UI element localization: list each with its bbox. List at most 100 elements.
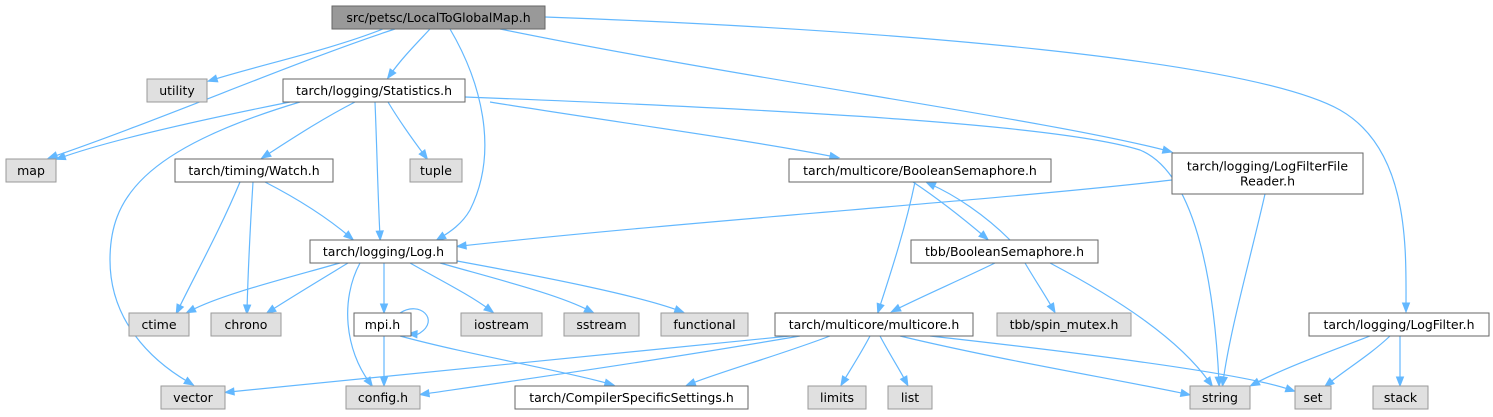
edge-line [489,101,836,158]
edge-root-to-logfilter [544,16,1411,314]
arrowhead [876,302,885,315]
arrowhead [925,181,937,191]
arrowhead [242,304,252,316]
node-multicore[interactable]: tarch/multicore/multicore.h [774,312,974,337]
node-ctime: ctime [128,312,190,337]
node-box [788,158,1052,183]
edge-statistics-to-tuple [387,101,429,161]
node-box [807,385,867,410]
node-tbbsem[interactable]: tbb/BooleanSemaphore.h [910,239,1099,264]
edge-line [347,262,371,384]
arrowhead [183,376,195,386]
edge-line [439,28,486,239]
node-log[interactable]: tarch/logging/Log.h [309,239,458,264]
node-label: Reader.h [1240,174,1295,189]
node-label: stack [1384,390,1418,405]
arrowhead [1219,375,1228,388]
node-label: utility [159,83,195,98]
edge-line [264,181,351,238]
edge-statistics-to-string [464,96,1223,388]
node-set: set [1294,385,1332,410]
node-compiler[interactable]: tarch/CompilerSpecificSettings.h [514,385,749,410]
node-box [5,158,57,183]
node-box [128,312,190,337]
edge-line [109,101,301,384]
node-label: src/petsc/LocalToGlobalMap.h [346,10,530,25]
arrowhead [265,304,277,314]
node-label: tarch/multicore/multicore.h [789,317,960,332]
edge-line [439,262,591,312]
node-label: tuple [420,163,452,178]
arrowhead [1323,377,1335,388]
arrowhead [223,387,235,396]
node-label: iostream [474,317,529,332]
node-label: tarch/multicore/BooleanSemaphore.h [803,163,1037,178]
edges-layer [46,16,1411,398]
edge-line [689,335,831,385]
node-mpi[interactable]: mpi.h [353,312,412,337]
edge-statistics-to-vector [109,101,301,386]
edge-line [499,28,1169,152]
node-label: tbb/spin_mutex.h [1010,317,1119,332]
arrowhead [54,152,67,161]
node-label: tbb/BooleanSemaphore.h [925,244,1084,259]
arrowhead [673,305,686,314]
edge-root-to-log [435,28,486,241]
edge-line [456,260,681,312]
edge-line [929,183,1011,241]
node-boolsem[interactable]: tarch/multicore/BooleanSemaphore.h [788,158,1052,183]
arrowhead [418,149,429,161]
node-box [1189,385,1251,410]
arrowhead [206,74,219,83]
edge-boolsem-to-multicore [876,181,916,315]
node-utility: utility [146,78,208,103]
node-box [996,312,1132,337]
edge-tbbsem-to-boolsem [925,181,1011,241]
node-watch[interactable]: tarch/timing/Watch.h [174,158,334,183]
edge-statistics-to-watch [260,101,356,159]
edge-line [374,101,381,237]
arrowhead [1161,145,1174,154]
edge-logfilterfile-to-string [1219,193,1266,388]
edge-log-to-functional [456,260,686,314]
edge-mpi-to-compiler [399,335,616,387]
node-list: list [887,385,933,410]
edge-line [269,262,349,312]
edge-line [211,28,384,81]
node-box [331,5,546,30]
node-label: string [1202,390,1238,405]
edge-statistics-to-boolsem [489,101,841,161]
node-label: functional [673,317,735,332]
arrowhead [379,376,389,388]
edge-log-to-mpi [379,262,389,315]
node-box [345,385,421,410]
edge-logfilterfile-to-log [455,179,1173,250]
node-statistics[interactable]: tarch/logging/Statistics.h [282,78,466,103]
node-box [660,312,749,337]
edge-line [544,16,1407,309]
edge-line [929,335,1292,391]
edge-watch-to-ctime [175,181,241,315]
edge-log-to-chrono [265,262,349,314]
node-box [887,385,933,410]
edge-logfilter-to-stack [1395,336,1405,388]
node-logfilter[interactable]: tarch/logging/LogFilter.h [1308,312,1490,337]
edge-multicore-to-limits [840,335,871,387]
node-label: ctime [141,317,176,332]
node-label: tarch/logging/LogFilter.h [1324,317,1475,332]
arrowhead [1046,302,1056,314]
edge-log-to-config [347,262,374,388]
edge-line [246,181,254,311]
edge-tbbsem-to-multicore [890,262,996,313]
arrowhead [435,231,447,241]
node-root[interactable]: src/petsc/LocalToGlobalMap.h [331,5,546,30]
node-box [174,158,334,183]
arrowhead [978,230,990,241]
node-label: mpi.h [365,317,400,332]
edge-log-to-ctime [185,262,341,314]
edge-multicore-to-compiler [684,335,831,386]
edge-statistics-to-map [54,101,291,161]
node-string: string [1189,385,1251,410]
edge-root-to-map [46,28,396,160]
